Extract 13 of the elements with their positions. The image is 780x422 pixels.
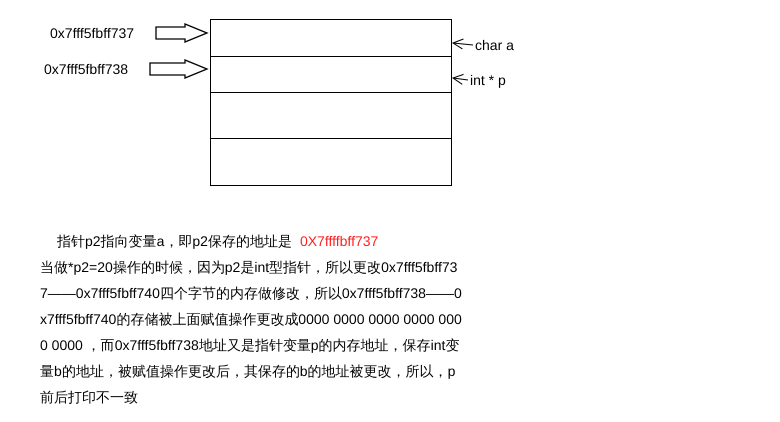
variable-label: int * p [470, 71, 520, 89]
explanation-paragraph: 指针p2指向变量a，即p2保存的地址是 0X7ffffbff737 当做*p2=20操作的时候，因为p2是int型指针，所以更改0x7fff5fbff737——0x7fff5fbff740四个字节的内存做修改，所以0x7fff5fbff738——0x7fff5fbff740的存储被上面赋值操作更改成0000 0000 0000 0000 0000 0000 ，而0x7fff5fbff738地址又是指针变量p的内存地址，保存int变量b的地址，被赋值操作更改后，其保存的b的地址被更改，所以，p前后打印不一致 [40, 232, 463, 407]
memory-cell [210, 92, 452, 138]
memory-cell [210, 56, 452, 92]
variable-label: char a [475, 36, 525, 54]
leader-arrow [452, 38, 474, 50]
memory-cell [210, 19, 452, 56]
address-label: 0x7fff5fbff737 [50, 24, 154, 42]
address-label: 0x7fff5fbff738 [44, 60, 148, 78]
leader-arrow [452, 74, 468, 85]
block-arrow [149, 59, 209, 79]
memory-cell [210, 138, 452, 186]
block-arrow [155, 23, 209, 43]
